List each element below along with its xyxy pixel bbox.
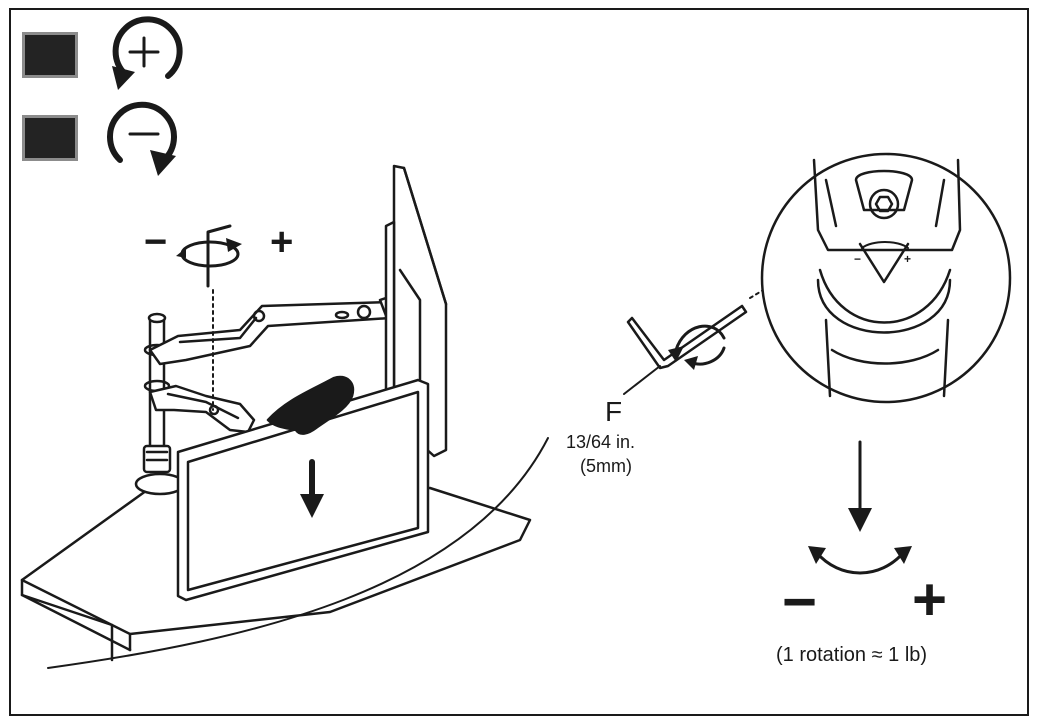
- tool-size-inches: 13/64 in.: [566, 432, 636, 452]
- adjust-minus-sign: −: [144, 220, 168, 264]
- push-down-arrow-icon: [300, 459, 324, 518]
- legend-swatch-increase: [22, 32, 78, 78]
- lower-arm: [148, 384, 256, 434]
- rotate-clockwise-plus-icon: [112, 16, 183, 90]
- detail-magnifier: [760, 152, 1012, 404]
- rotation-note: (1 rotation ≈ 1 lb): [776, 644, 928, 666]
- monitor-lower: [176, 378, 430, 602]
- detail-plus-mark: +: [904, 252, 912, 266]
- rotate-counterclockwise-minus-icon: [107, 101, 177, 176]
- tension-minus-sign: −: [782, 568, 818, 635]
- tension-adjust-arrow: [808, 440, 912, 575]
- legend-swatch-decrease: [22, 115, 78, 161]
- adjust-plus-sign: +: [270, 220, 294, 264]
- hand-icon: [266, 375, 355, 435]
- upper-arm: [148, 290, 412, 366]
- tension-plus-sign: +: [912, 566, 948, 633]
- tool-size-mm: (5mm): [580, 456, 632, 476]
- tool-letter: F: [605, 396, 623, 427]
- detail-minus-mark: −: [854, 252, 862, 266]
- allen-key-adjust-icon: [176, 224, 242, 288]
